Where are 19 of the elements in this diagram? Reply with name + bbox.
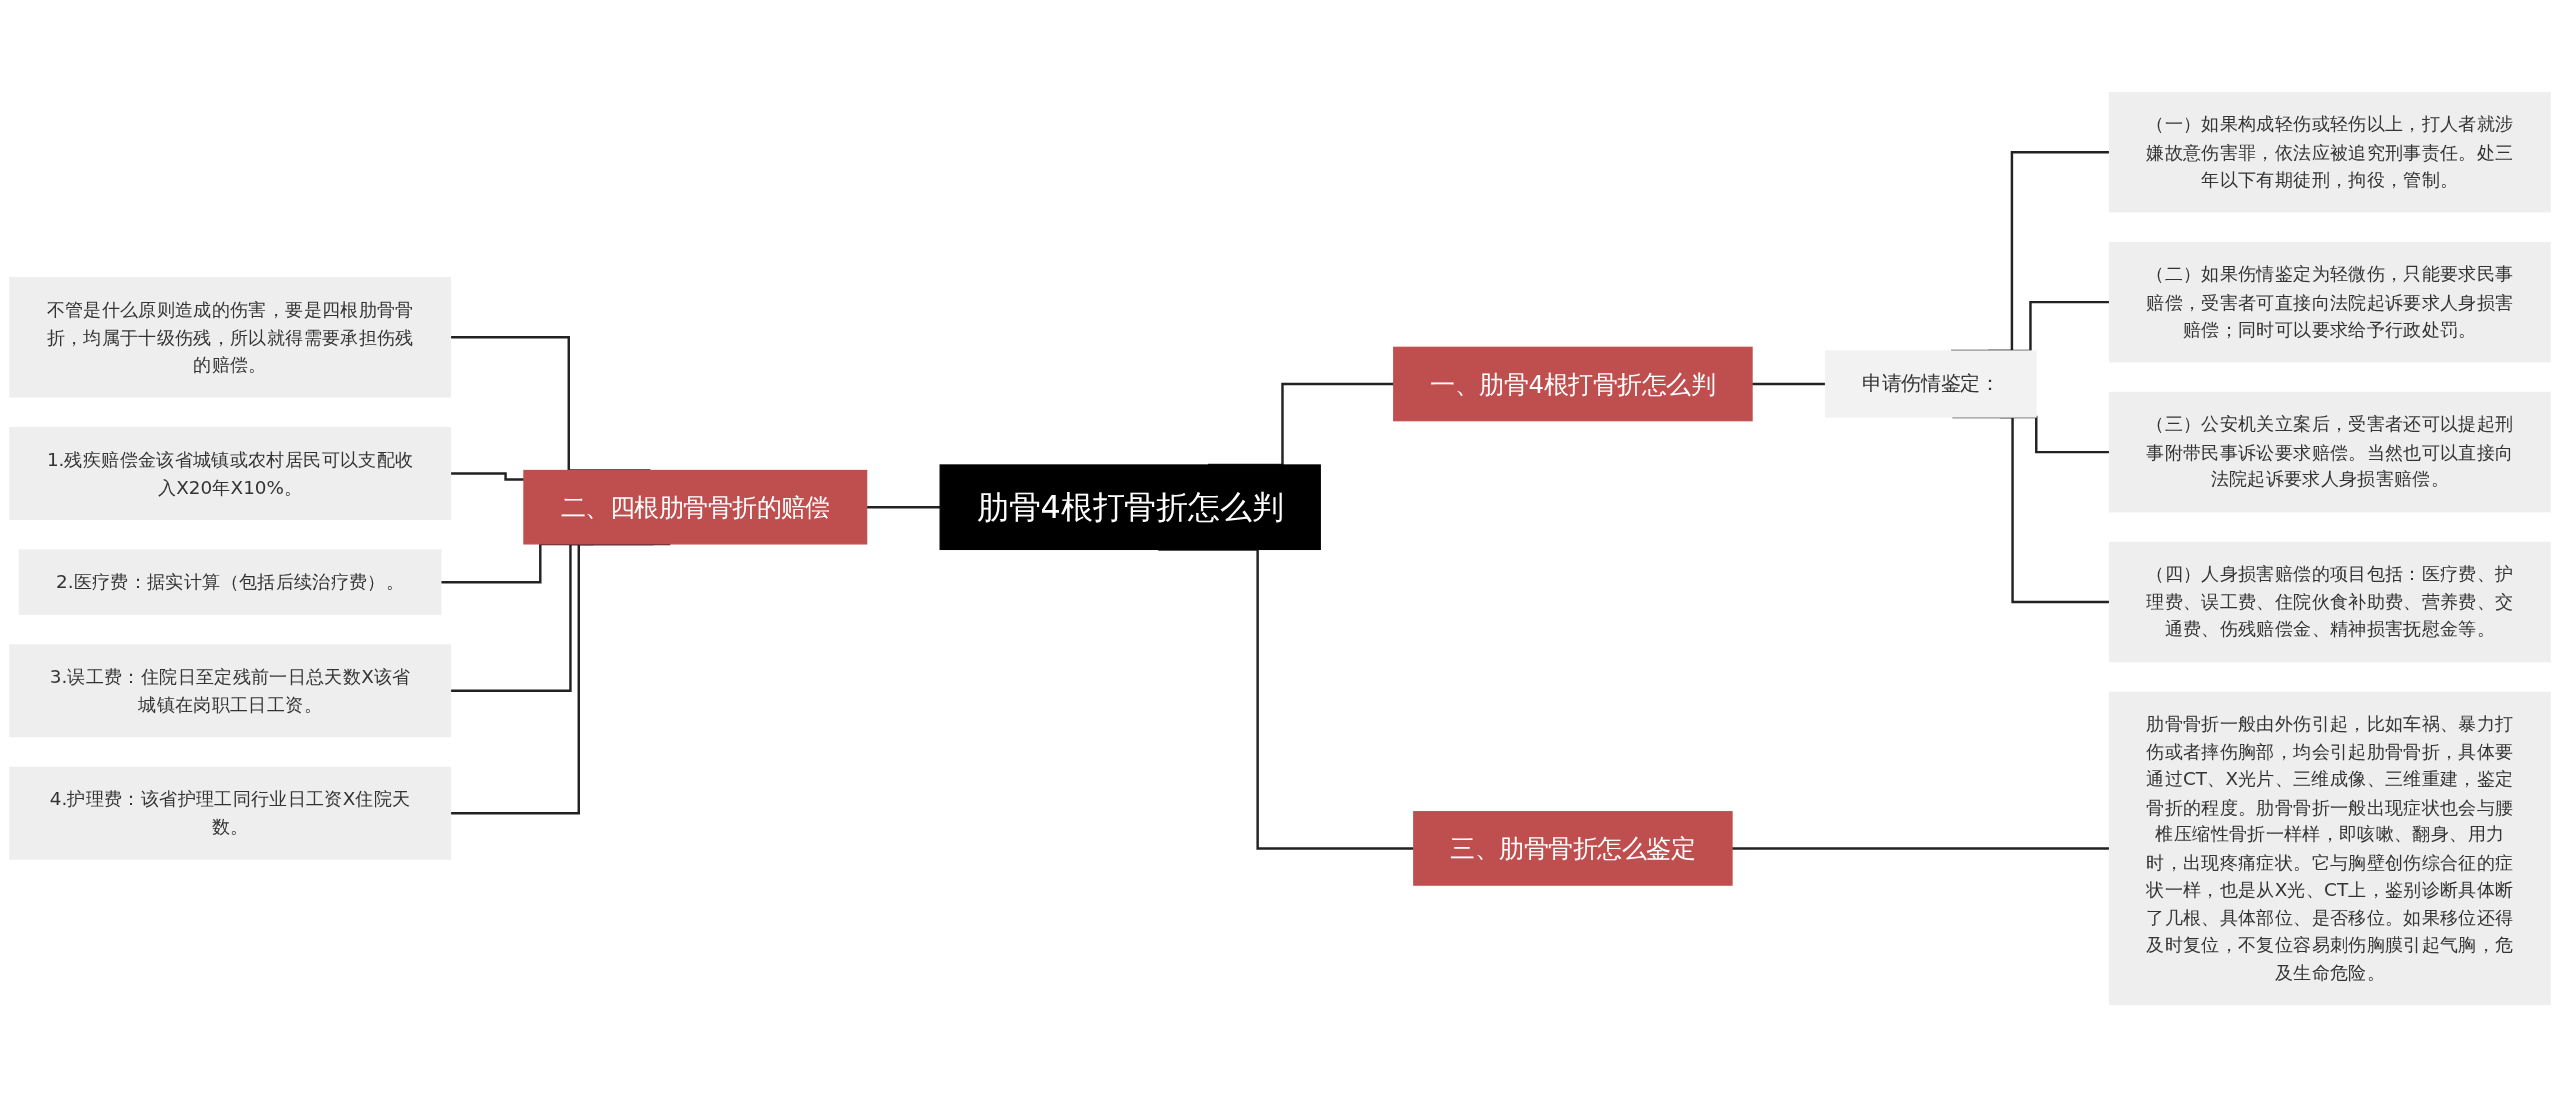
connector xyxy=(866,505,941,509)
node-box: （三）公安机关立案后，受害者还可以提起刑事附带民事诉讼要求赔偿。当然也可以直接向法院起诉要求人身损害赔偿。 xyxy=(2108,391,2551,513)
node-box: 申请伤情鉴定： xyxy=(1824,350,2037,418)
node-box: （四）人身损害赔偿的项目包括：医疗费、护理费、误工费、住院伙食补助费、营养费、交通费、伤残赔偿金、精神损害抚慰金等。 xyxy=(2108,541,2551,663)
node-box: （一）如果构成轻伤或轻伤以上，打人者就涉嫌故意伤害罪，依法应被追究刑事责任。处三年以下有期徒刑，拘役，管制。 xyxy=(2108,91,2551,213)
node-box: 一、肋骨4根打骨折怎么判 xyxy=(1393,346,1753,422)
node-box: 1.残疾赔偿金该省城镇或农村居民可以支配收入X20年X10%。 xyxy=(9,427,452,521)
node-box: 二、四根肋骨骨折的赔偿 xyxy=(523,469,868,545)
node-box: 肋骨4根打骨折怎么判 xyxy=(939,464,1321,551)
node-box: （二）如果伤情鉴定为轻微伤，只能要求民事赔偿，受害者可直接向法院起诉要求人身损害赔偿；同时可以要求给予行政处罚。 xyxy=(2108,241,2551,363)
node-box: 4.护理费：该省护理工同行业日工资X住院天数。 xyxy=(9,766,452,860)
node-box: 不管是什么原则造成的伤害，要是四根肋骨骨折，均属于十级伤残，所以就得需要承担伤残的赔偿。 xyxy=(9,277,452,398)
connector xyxy=(1752,382,1826,386)
node-box: 肋骨骨折一般由外伤引起，比如车祸、暴力打伤或者摔伤胸部，均会引起肋骨骨折，具体要通过CT、X光片、三维成像、三维重建，鉴定骨折的程度。肋骨骨折一般出现症状也会与腰椎压缩性骨折一样样，即咳嗽、翻身、用力时，出现疼痛症状。它与胸壁创伤综合征的症状一样，也是从X光、CT上，鉴别诊断具体断了几根、具体部位、是否移位。如果移位还得及时复位，不复位容易刺伤胸膜引起气胸，危及生命危险。 xyxy=(2108,691,2551,1006)
node-box: 3.误工费：住院日至定残前一日总天数X该省城镇在岗职工日工资。 xyxy=(9,644,452,738)
connector xyxy=(450,472,524,481)
connector xyxy=(1732,847,2110,850)
node-box: 2.医疗费：据实计算（包括后续治疗费）。 xyxy=(18,549,442,615)
node-box: 三、肋骨骨折怎么鉴定 xyxy=(1413,811,1733,886)
